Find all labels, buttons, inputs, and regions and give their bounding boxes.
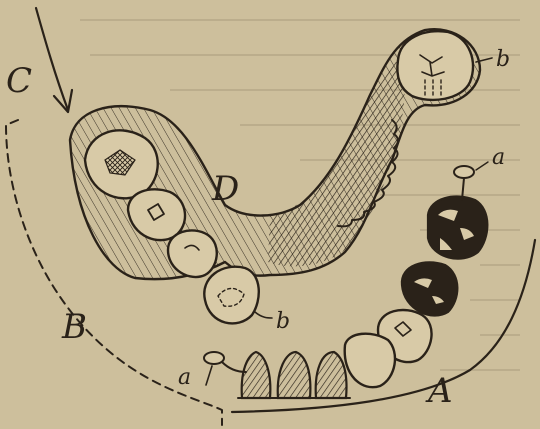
label-D: D <box>211 169 239 209</box>
label-b-lower: b <box>276 309 290 334</box>
leader-b-lower <box>255 312 272 318</box>
tooth-molar-right-2 <box>402 262 457 315</box>
label-B: B <box>61 307 87 347</box>
tooth-clasp-molar <box>428 196 487 258</box>
tooth-premolar-2-b <box>204 267 259 324</box>
label-b-upper: b <box>496 47 510 72</box>
tooth-molar-upper-right <box>397 31 473 100</box>
label-a-upper: a <box>492 145 505 170</box>
tooth-incisors <box>238 352 350 398</box>
arrow-shaft <box>36 8 68 110</box>
tooth-premolar-right <box>345 334 395 388</box>
clasp-lower <box>204 352 246 385</box>
label-C: C <box>6 61 32 101</box>
label-a-lower: a <box>178 365 191 390</box>
label-A: A <box>425 371 453 411</box>
